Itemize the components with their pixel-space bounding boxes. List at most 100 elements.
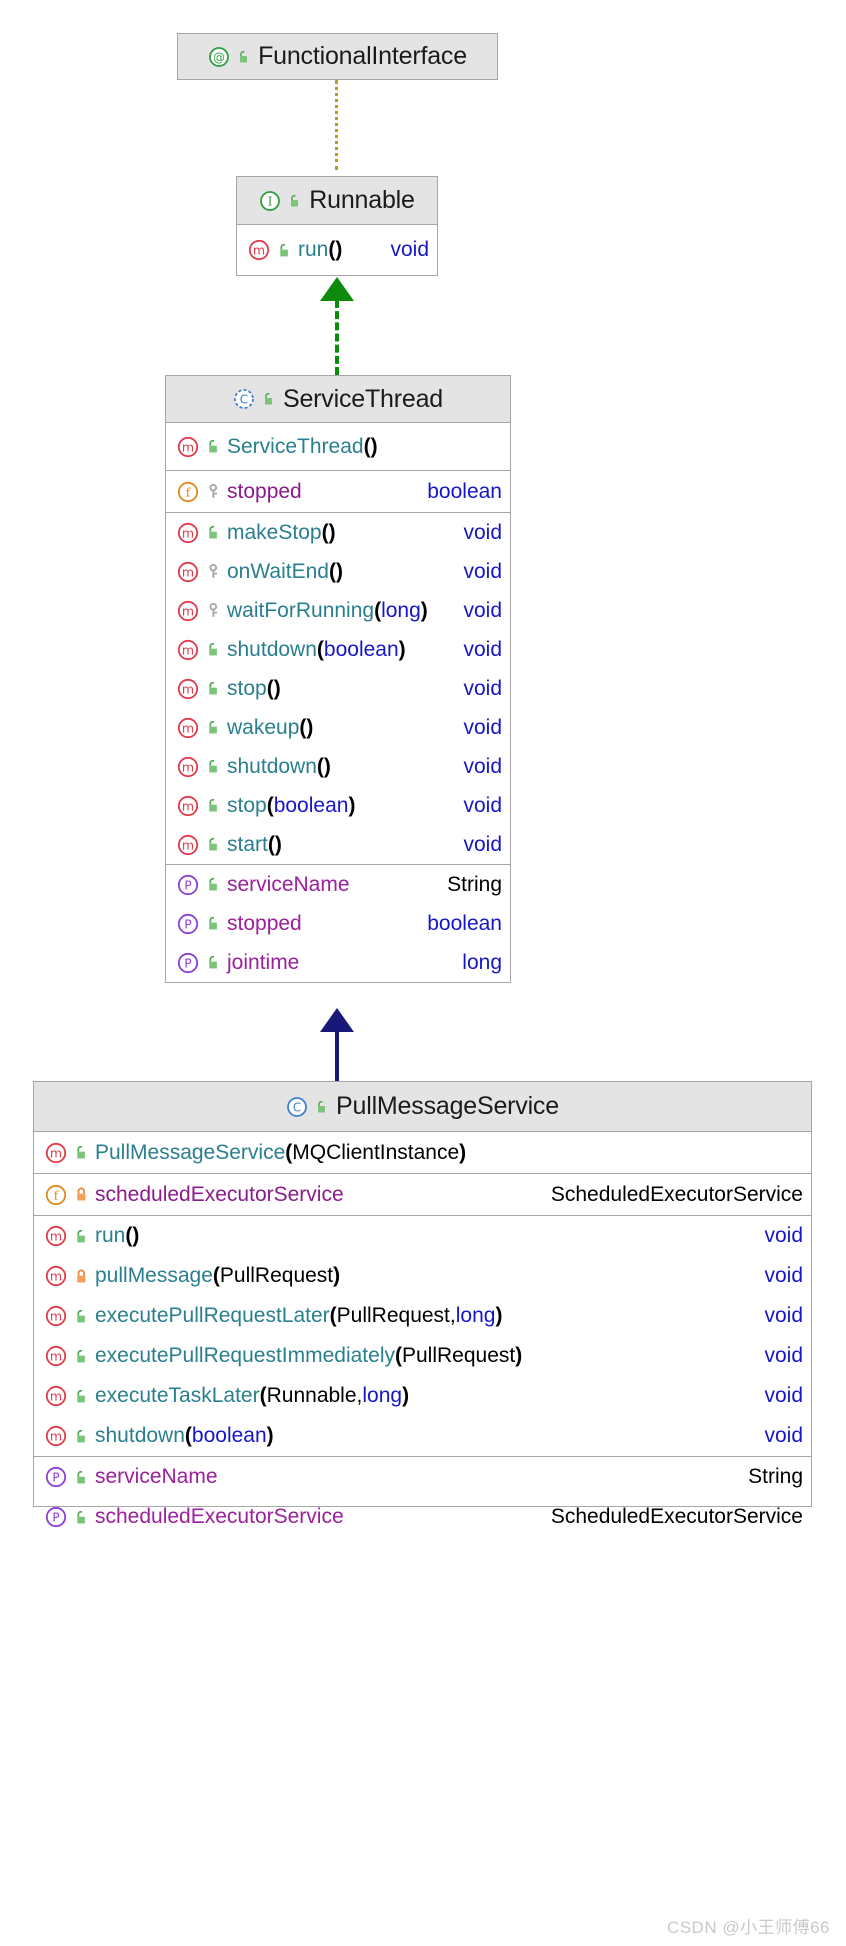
paren-open: (	[299, 715, 307, 739]
public-unlocked-icon	[287, 193, 303, 209]
section-methods-servicethread: m makeStop()void m onWaitEnd()void m wai…	[166, 512, 510, 864]
member-row[interactable]: m shutdown(boolean)void	[166, 630, 510, 669]
method-icon: m	[176, 716, 200, 740]
protected-key-icon	[205, 483, 222, 500]
paren-close: )	[402, 1384, 410, 1407]
svg-text:m: m	[50, 1348, 62, 1363]
member-return-type: void	[390, 238, 429, 261]
member-row[interactable]: m pullMessage(PullRequest)void	[34, 1256, 811, 1296]
member-row[interactable]: m onWaitEnd()void	[166, 552, 510, 591]
member-name: run	[95, 1224, 126, 1247]
member-row[interactable]: m executeTaskLater(Runnable, long)void	[34, 1376, 811, 1416]
member-name: ServiceThread	[227, 434, 364, 458]
public-unlocked-icon	[73, 1348, 90, 1365]
member-row[interactable]: m stop()void	[166, 669, 510, 708]
param-type: PullRequest	[219, 1264, 334, 1287]
member-signature: stop()	[227, 677, 448, 701]
member-return-type: void	[463, 598, 502, 622]
paren-close: )	[273, 676, 281, 700]
extends-link-pullmessageservice-to-servicethread	[335, 1031, 339, 1081]
paren-open: (	[184, 1424, 192, 1447]
paren-close: )	[335, 559, 343, 583]
member-type: boolean	[427, 911, 502, 935]
member-row[interactable]: m executePullRequestImmediately(PullRequ…	[34, 1336, 811, 1376]
param-type: boolean	[273, 793, 349, 817]
property-icon: P	[176, 873, 200, 897]
class-box-servicethread[interactable]: C ServiceThread m ServiceThread() f	[165, 375, 511, 983]
method-icon: m	[44, 1224, 68, 1248]
member-row[interactable]: m start()void	[166, 825, 510, 864]
public-unlocked-icon	[73, 1144, 90, 1161]
paren-close: )	[335, 238, 343, 261]
member-row[interactable]: m run()void	[34, 1216, 811, 1256]
paren-open: (	[125, 1224, 133, 1247]
class-name-servicethread: ServiceThread	[283, 384, 443, 413]
member-row[interactable]: m shutdown(boolean)void	[34, 1416, 811, 1456]
member-name: shutdown	[227, 754, 317, 778]
svg-text:m: m	[50, 1388, 62, 1403]
paren-close: )	[266, 1424, 274, 1447]
svg-text:m: m	[182, 642, 194, 657]
member-row[interactable]: m makeStop()void	[166, 513, 510, 552]
svg-text:m: m	[182, 759, 194, 774]
implements-link-servicethread-to-runnable	[335, 300, 339, 375]
public-unlocked-icon	[261, 391, 277, 407]
method-icon: m	[176, 638, 200, 662]
method-icon: m	[247, 238, 271, 262]
class-box-functionalinterface[interactable]: @ FunctionalInterface	[177, 33, 498, 80]
paren-close: )	[323, 754, 331, 778]
member-name: executeTaskLater	[95, 1384, 260, 1407]
member-row[interactable]: m shutdown()void	[166, 747, 510, 786]
param-type: boolean	[191, 1424, 267, 1447]
member-type: boolean	[427, 479, 502, 503]
private-locked-icon	[73, 1186, 90, 1203]
member-row[interactable]: m run()void	[237, 225, 437, 275]
paren-close: )	[420, 598, 428, 622]
paren-close: )	[132, 1224, 140, 1247]
property-icon: P	[44, 1465, 68, 1489]
member-signature: run()	[95, 1224, 749, 1248]
member-signature: wakeup()	[227, 716, 448, 740]
member-signature: serviceName	[227, 873, 432, 897]
public-unlocked-icon	[205, 524, 222, 541]
section-constructors-pullmessageservice: m PullMessageService(MQClientInstance)	[34, 1132, 811, 1173]
class-box-runnable[interactable]: I Runnable m run()void	[236, 176, 438, 276]
svg-text:f: f	[54, 1187, 60, 1202]
class-name-runnable: Runnable	[309, 186, 415, 214]
member-name: waitForRunning	[227, 598, 375, 622]
class-box-pullmessageservice[interactable]: C PullMessageService m PullMessageServic…	[33, 1081, 812, 1528]
member-row[interactable]: m stop(boolean)void	[166, 786, 510, 825]
section-constructors-servicethread: m ServiceThread()	[166, 423, 510, 470]
paren-close: )	[333, 1264, 341, 1287]
member-row[interactable]: m wakeup()void	[166, 708, 510, 747]
param-type: long	[381, 598, 421, 622]
member-signature: shutdown()	[227, 755, 448, 779]
param-type: long	[362, 1384, 403, 1407]
member-row[interactable]: m PullMessageService(MQClientInstance)	[34, 1132, 811, 1173]
member-row[interactable]: m waitForRunning(long)void	[166, 591, 510, 630]
member-name: executePullRequestImmediately	[95, 1344, 395, 1367]
member-row[interactable]: m ServiceThread()	[166, 423, 510, 470]
class-header-pullmessageservice: C PullMessageService	[34, 1082, 811, 1132]
member-name: stop	[227, 676, 267, 700]
public-unlocked-icon	[236, 49, 252, 65]
paren-open: (	[321, 520, 329, 544]
svg-text:m: m	[253, 242, 265, 257]
svg-text:m: m	[182, 603, 194, 618]
member-return-type: void	[764, 1344, 803, 1367]
member-row[interactable]: m executePullRequestLater(PullRequest, l…	[34, 1296, 811, 1336]
class-header-runnable: I Runnable	[237, 177, 437, 225]
member-return-type: void	[463, 520, 502, 544]
svg-text:m: m	[50, 1228, 62, 1243]
param-type: Runnable	[266, 1384, 357, 1407]
svg-text:m: m	[182, 720, 194, 735]
member-return-type: void	[764, 1264, 803, 1287]
